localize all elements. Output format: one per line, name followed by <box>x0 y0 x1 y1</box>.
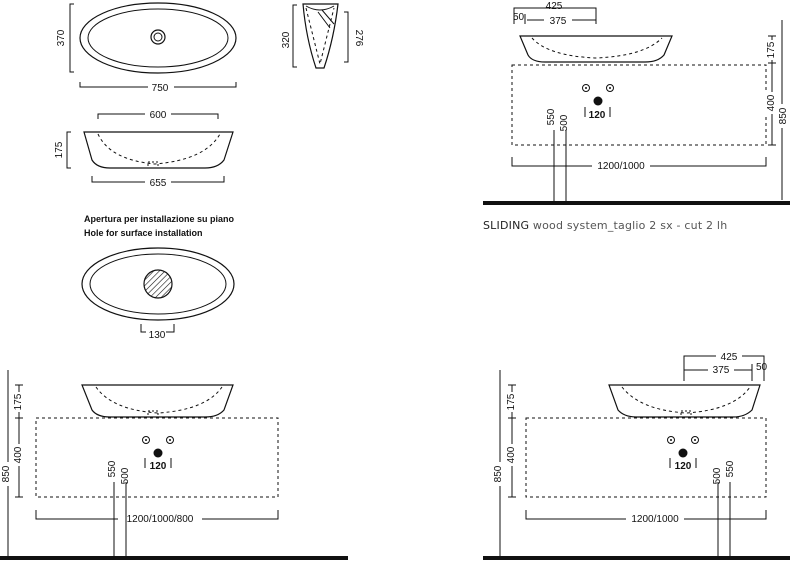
tr-dim-50: 50 <box>513 12 525 23</box>
br-dim-550: 550 <box>725 460 736 477</box>
tr-dim-175: 175 <box>766 41 777 58</box>
installation-hole-view: Apertura per installazione su piano Hole… <box>81 214 235 341</box>
tr-dim-width: 1200/1000 <box>597 161 645 172</box>
tr-dim-425: 425 <box>546 1 563 12</box>
dim-front-height: 175 <box>54 141 65 158</box>
elevation-bottom-left: 120 550 500 175 400 850 1200/1000/800 <box>0 370 348 560</box>
elevation-bottom-right: 425 375 50 120 500 550 175 400 850 1200/… <box>483 350 790 560</box>
br-dim-175: 175 <box>506 393 517 410</box>
dim-hole: 130 <box>149 330 166 341</box>
bl-dim-120: 120 <box>150 461 167 472</box>
dim-side-inner: 276 <box>353 30 364 47</box>
bl-dim-400: 400 <box>13 446 24 463</box>
installation-title-it: Apertura per installazione su piano <box>84 214 235 224</box>
tr-dim-850: 850 <box>778 107 789 124</box>
tr-dim-400: 400 <box>766 94 777 111</box>
dim-front-base-width: 655 <box>150 178 167 189</box>
elevation-top-right: 425 50 375 120 550 500 175 400 850 1200/… <box>483 1 790 205</box>
basin-top-view: 370 750 <box>56 2 237 94</box>
dim-top-width: 750 <box>152 83 169 94</box>
installation-title-en: Hole for surface installation <box>84 228 203 238</box>
dim-top-depth: 370 <box>56 29 67 46</box>
bl-dim-550: 550 <box>107 460 118 477</box>
bl-dim-850: 850 <box>1 465 12 482</box>
basin-front-view: 600 175 655 <box>54 108 234 189</box>
br-dim-50: 50 <box>756 362 768 373</box>
dim-side-outer: 320 <box>281 31 292 48</box>
tr-dim-120: 120 <box>589 110 606 121</box>
caption-rest: wood system_taglio 2 sx - cut 2 lh <box>529 219 728 232</box>
configuration-caption: SLIDING wood system_taglio 2 sx - cut 2 … <box>483 219 727 232</box>
br-dim-375: 375 <box>713 365 730 376</box>
br-dim-425: 425 <box>721 352 738 363</box>
br-dim-width: 1200/1000 <box>631 514 679 525</box>
basin-side-view: 320 276 <box>281 3 364 69</box>
bl-dim-175: 175 <box>13 393 24 410</box>
br-dim-120: 120 <box>675 461 692 472</box>
bl-dim-500: 500 <box>120 467 131 484</box>
dim-front-top-width: 600 <box>150 110 167 121</box>
tr-dim-550: 550 <box>546 108 557 125</box>
br-dim-400: 400 <box>506 446 517 463</box>
br-dim-850: 850 <box>493 465 504 482</box>
br-dim-500: 500 <box>712 467 723 484</box>
tr-dim-375: 375 <box>550 16 567 27</box>
bl-dim-width: 1200/1000/800 <box>127 514 194 525</box>
tr-dim-500: 500 <box>559 114 570 131</box>
caption-prefix: SLIDING <box>483 219 530 232</box>
